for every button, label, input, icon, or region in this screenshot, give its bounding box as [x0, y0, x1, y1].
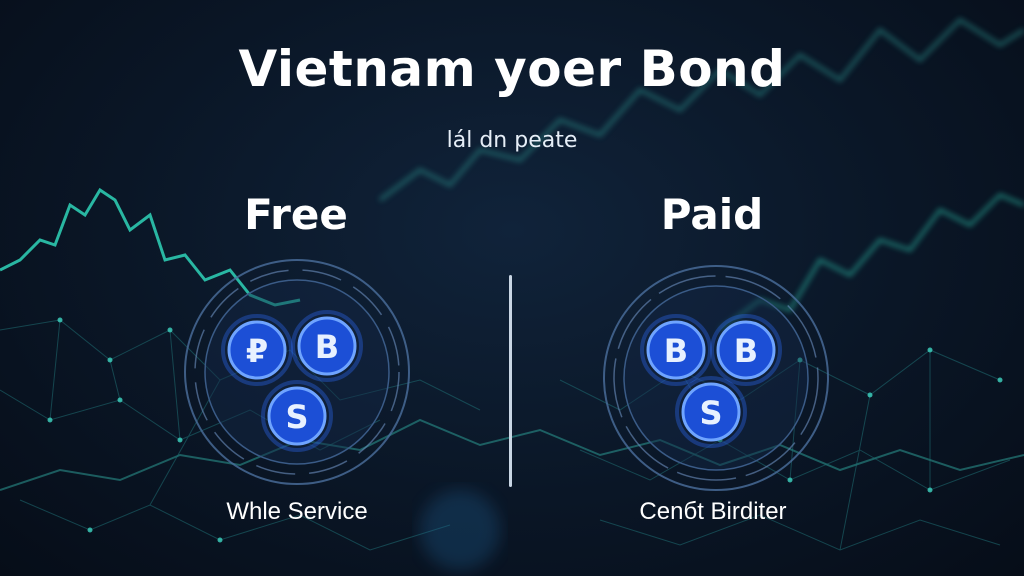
free-coin-emblem: ₽ B S	[184, 259, 410, 485]
free-heading: Free	[244, 190, 348, 239]
paid-heading: Paid	[660, 190, 764, 239]
dollar-coin-icon: S	[675, 376, 747, 448]
paid-coin-emblem: B B S	[603, 265, 829, 491]
svg-text:S: S	[699, 394, 722, 432]
svg-text:₽: ₽	[246, 332, 268, 370]
svg-text:S: S	[285, 398, 308, 436]
svg-text:B: B	[734, 332, 758, 370]
svg-text:B: B	[315, 328, 339, 366]
page-title: Vietnam yoer Bond	[238, 40, 786, 98]
paid-footer-label: Cenбt Birditer	[639, 498, 787, 525]
page-subtitle: lál dn peate	[446, 128, 578, 153]
bitcoin-coin-icon: B	[291, 310, 363, 382]
bitcoin-coin-icon: B	[710, 314, 782, 386]
bitcoin-coin-icon: B	[640, 314, 712, 386]
column-divider	[509, 275, 512, 487]
trend-line-bottom	[0, 418, 1024, 491]
free-footer-label: Whle Service	[226, 498, 368, 525]
svg-text:B: B	[664, 332, 688, 370]
dollar-coin-icon: S	[261, 380, 333, 452]
ruble-coin-icon: ₽	[221, 314, 293, 386]
trend-line-right	[719, 193, 1024, 332]
trend-line-top	[378, 17, 1024, 202]
